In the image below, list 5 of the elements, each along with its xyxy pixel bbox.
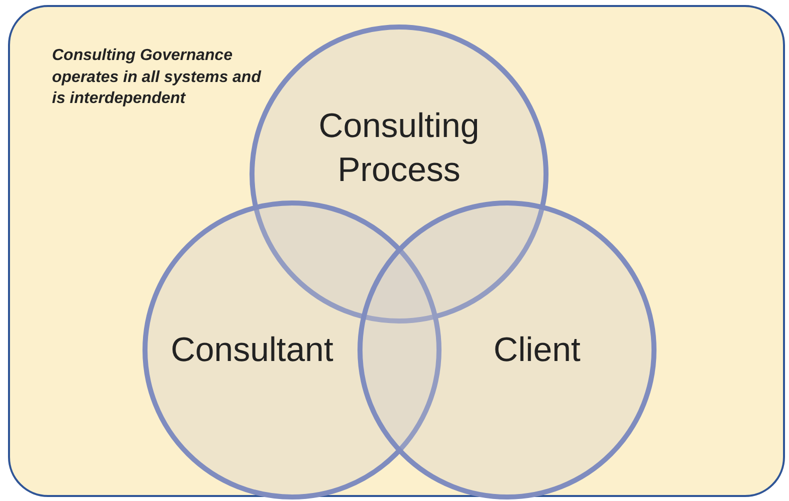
circle-label: Client bbox=[492, 330, 582, 371]
circle-label: Consulting Process bbox=[318, 106, 480, 192]
rounded-panel bbox=[8, 5, 785, 497]
note-text: Consulting Governance operates in all systems and is interdependent bbox=[52, 46, 262, 110]
circle-label: Consultant bbox=[170, 330, 334, 371]
